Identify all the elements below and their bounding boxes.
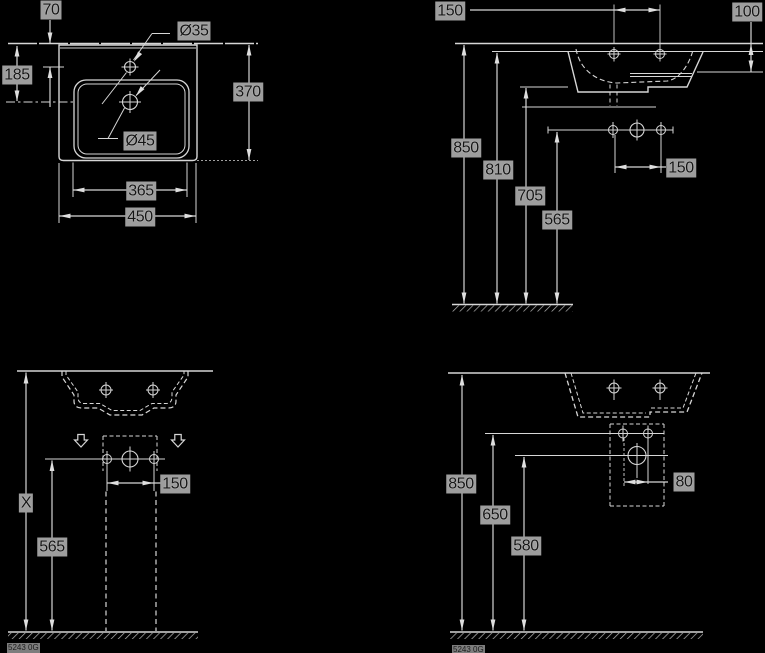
dim-850 [461, 43, 467, 305]
side-install-view [448, 373, 710, 639]
fixing-hole-icon [99, 382, 113, 398]
drain-hole-icon [628, 443, 646, 478]
dim-label-150-detail: 150 [666, 158, 696, 178]
dim-650 [490, 433, 496, 632]
section-view [452, 5, 763, 312]
dim-label-150-top: 150 [435, 1, 465, 21]
anchor-down-arrow-icon [75, 435, 88, 448]
fitting-zone-hidden-box [610, 424, 664, 506]
dim-label-565-front: 565 [37, 537, 67, 557]
dim-850 [459, 373, 465, 632]
dim-label-810: 810 [483, 160, 513, 180]
dim-label-850: 850 [451, 138, 481, 158]
dim-label-450: 450 [125, 207, 155, 227]
dim-label-705: 705 [515, 186, 545, 206]
dim-label-dia45: Ø45 [123, 131, 157, 151]
front-install-view [8, 371, 213, 639]
floor-line [8, 632, 198, 639]
drain-hole-icon [119, 91, 141, 113]
product-code-label: 5243 0G [7, 643, 40, 653]
fixing-hole-icon [653, 380, 668, 401]
tap-platform-detail [548, 120, 673, 141]
dim-label-650: 650 [480, 505, 510, 525]
bowl-outline [74, 80, 189, 158]
dim-label-565: 565 [542, 210, 572, 230]
dim-370 [197, 43, 258, 161]
dim-70 [43, 20, 64, 107]
dim-label-580: 580 [511, 536, 541, 556]
dim-100 [747, 22, 755, 73]
fixing-hole-icon [146, 382, 160, 398]
dim-label-365: 365 [126, 181, 156, 201]
dim-label-370: 370 [233, 82, 263, 102]
bowl-hidden-line [576, 49, 693, 83]
fitting-zone-hidden-box [103, 436, 157, 471]
dim-label-100: 100 [732, 2, 762, 22]
floor-line [452, 305, 573, 312]
tap-hole-icon [607, 380, 622, 401]
product-code-label: 5243 0G [452, 645, 485, 653]
floor-line [450, 632, 703, 639]
dim-label-80: 80 [673, 472, 695, 492]
dim-80 [623, 479, 668, 485]
leader-tap-diameter [102, 34, 170, 105]
dim-label-x: X [18, 493, 34, 513]
basin-hidden-outline [62, 371, 188, 415]
anchor-down-arrow-icon [172, 435, 185, 448]
basin-outline [59, 45, 197, 161]
fixing-hole-icon [654, 5, 667, 62]
tap-hole-icon [122, 59, 139, 76]
fixing-hole-icon [619, 426, 628, 442]
basin-profile [568, 52, 703, 93]
basin-hidden-profile [565, 373, 702, 417]
dim-label-70: 70 [40, 0, 62, 20]
dim-label-150-front: 150 [160, 474, 190, 494]
dim-label-850-side: 850 [446, 474, 476, 494]
dim-label-dia35: Ø35 [177, 21, 211, 41]
leader-drain-diameter [98, 70, 160, 139]
tap-hole-icon [608, 5, 621, 62]
plan-view [6, 20, 258, 223]
dim-150-top [470, 6, 661, 13]
dim-label-185: 185 [2, 65, 32, 85]
drain-hole-icon [122, 447, 138, 472]
dim-150-detail [615, 135, 666, 173]
dim-150 [107, 464, 162, 491]
